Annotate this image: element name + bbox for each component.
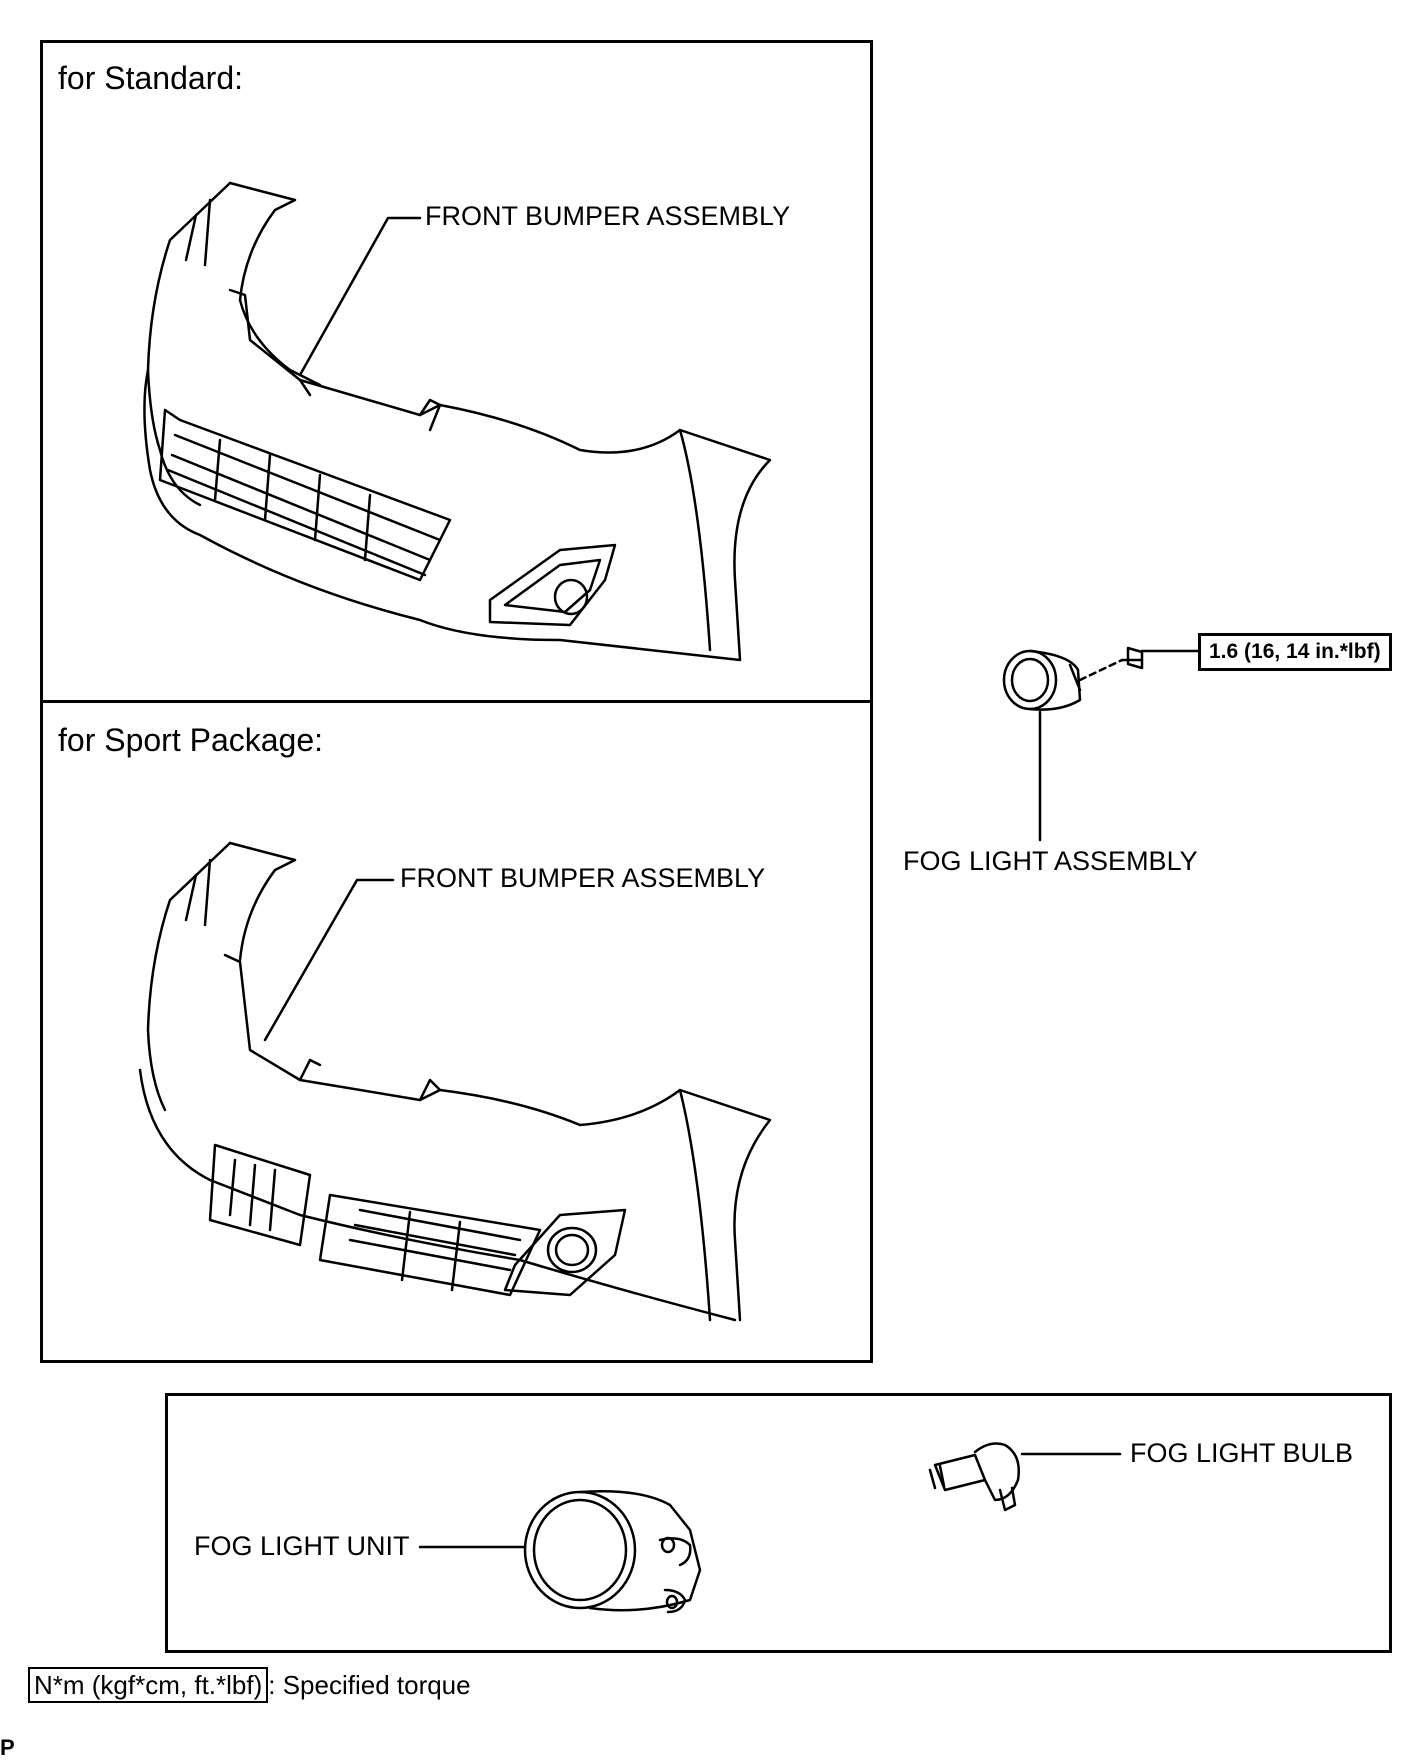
fog-light-bulb-drawing: [928, 1442, 1122, 1512]
corner-mark: P: [0, 1735, 15, 1760]
fog-light-assembly-drawing: [1002, 646, 1200, 842]
panel-standard-title: for Standard:: [58, 60, 243, 96]
fog-light-bulb-label: FOG LIGHT BULB: [1130, 1438, 1354, 1468]
torque-legend: N*m (kgf*cm, ft.*lbf): Specified torque: [28, 1667, 471, 1703]
front-bumper-sport-drawing: [138, 841, 772, 1322]
panel-standard: [40, 40, 873, 703]
torque-legend-text: : Specified torque: [268, 1670, 471, 1700]
front-bumper-standard-drawing: [143, 181, 772, 662]
panel-components: [165, 1393, 1392, 1653]
front-bumper-sport-label: FRONT BUMPER ASSEMBLY: [400, 863, 766, 893]
front-bumper-standard-label: FRONT BUMPER ASSEMBLY: [425, 201, 791, 231]
torque-legend-unit: N*m (kgf*cm, ft.*lbf): [28, 1667, 269, 1703]
fog-light-unit-drawing: [418, 1489, 702, 1614]
torque-spec-box: 1.6 (16, 14 in.*lbf): [1198, 633, 1392, 671]
fog-light-unit-label: FOG LIGHT UNIT: [194, 1531, 410, 1561]
fog-light-assembly-label: FOG LIGHT ASSEMBLY: [903, 846, 1198, 876]
panel-sport-title: for Sport Package:: [58, 722, 324, 758]
